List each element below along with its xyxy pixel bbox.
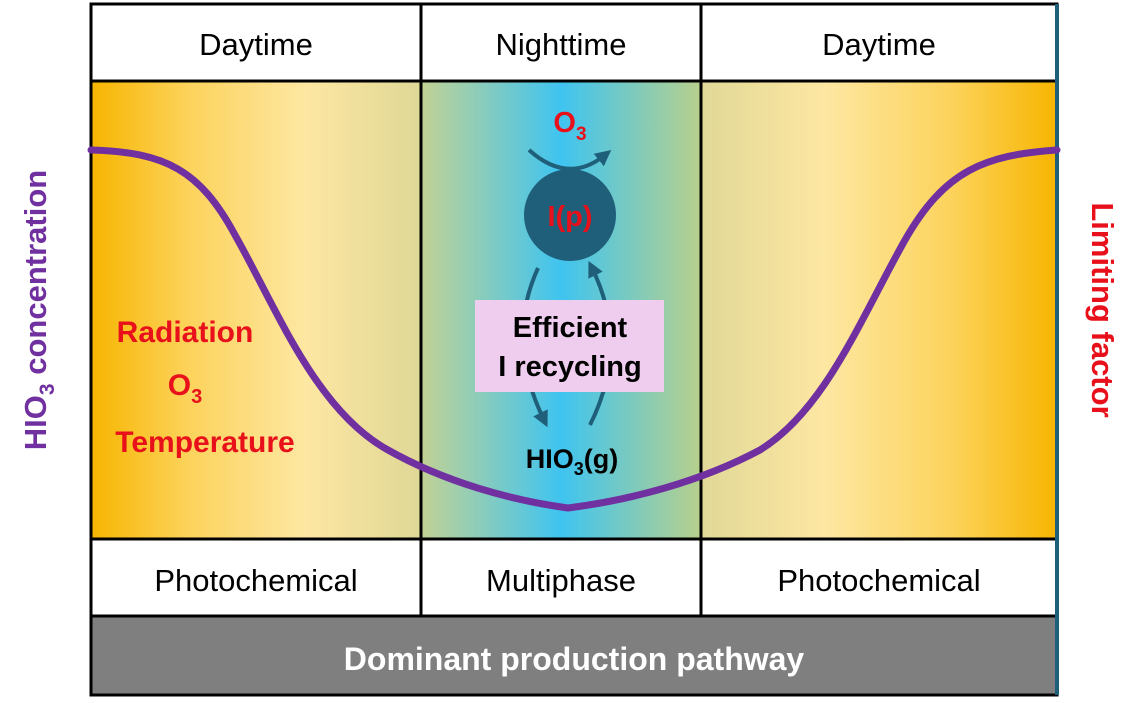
header-nighttime: Nighttime <box>496 27 627 62</box>
daytime-right-background <box>701 81 1057 539</box>
recycling-box-line2: I recycling <box>498 351 641 383</box>
ozone-uptake-arrow <box>527 148 612 171</box>
footer-bar <box>89 614 1059 697</box>
y-axis-left-label: HIO3 concentration <box>18 170 59 450</box>
pathway-photochemical-left: Photochemical <box>154 563 357 598</box>
hio3-concentration-curve <box>87 146 1061 512</box>
mechanism-ozone: O3 <box>553 107 586 145</box>
factor-ozone: O3 <box>168 369 202 408</box>
factor-radiation: Radiation <box>117 316 254 349</box>
particle-label: I(p) <box>547 201 592 233</box>
pathway-row <box>89 537 1059 618</box>
factor-temperature: Temperature <box>115 426 295 459</box>
header-daytime-left: Daytime <box>199 27 313 62</box>
footer-label: Dominant production pathway <box>344 641 805 677</box>
iodine-particle <box>524 169 616 261</box>
recycling-box <box>475 300 664 392</box>
pathway-photochemical-right: Photochemical <box>777 563 980 598</box>
hio3-gas-label: HIO3(g) <box>526 444 619 479</box>
header-daytime-right: Daytime <box>822 27 936 62</box>
recycling-box-line1: Efficient <box>513 312 628 344</box>
y-axis-right-label: Limiting factor <box>1085 202 1120 417</box>
header-row <box>89 2 1059 83</box>
pathway-multiphase: Multiphase <box>486 563 636 598</box>
daytime-left-background <box>91 81 421 539</box>
